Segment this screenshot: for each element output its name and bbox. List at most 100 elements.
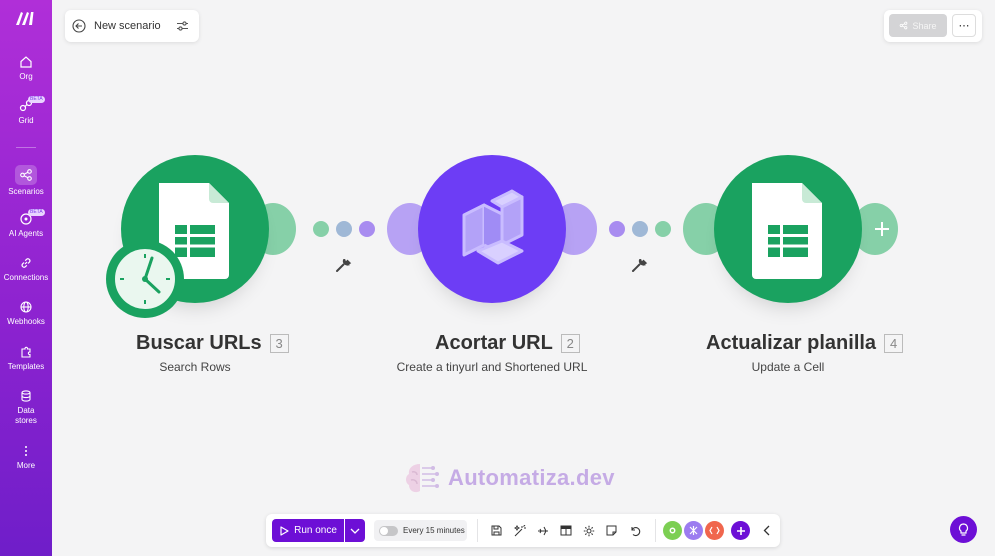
magic-wand-icon <box>513 524 526 536</box>
settings-icon <box>583 525 594 536</box>
airplane-icon <box>537 526 548 535</box>
tinyurl-icon <box>462 189 524 265</box>
sidebar-item-more[interactable]: More <box>0 444 52 471</box>
sidebar-item-scenarios[interactable]: Scenarios <box>0 165 52 197</box>
make-logo[interactable] <box>15 10 37 26</box>
scenario-title-card: New scenario <box>65 10 199 42</box>
watermark-text: Automatiza.dev <box>448 465 615 490</box>
sidebar-item-grid[interactable]: BETA Grid <box>0 96 52 126</box>
http-app-button[interactable] <box>705 521 724 540</box>
table-icon <box>560 525 571 536</box>
notes-button[interactable] <box>604 523 619 538</box>
module-number-badge: 3 <box>269 334 289 353</box>
schedule-toggle[interactable]: Every 15 minutes <box>374 520 467 541</box>
link-dot <box>609 221 625 237</box>
sidebar-item-label: Grid <box>18 116 34 125</box>
sidebar-divider <box>16 147 36 148</box>
sidebar-item-org[interactable]: Org <box>0 55 52 82</box>
data-structures-button[interactable] <box>558 523 573 538</box>
add-app-button[interactable] <box>731 521 750 540</box>
module-title: Actualizar planilla 4 <box>706 332 904 355</box>
beta-badge: BETA <box>28 96 45 103</box>
note-icon <box>606 525 617 536</box>
sidebar-item-label: AI Agents <box>8 229 44 238</box>
run-options-dropdown[interactable] <box>345 519 365 542</box>
code-icon <box>709 526 720 535</box>
google-sheets-icon <box>752 183 822 279</box>
google-sheets-icon <box>159 183 229 279</box>
save-button[interactable] <box>489 523 504 538</box>
link-dot <box>655 221 671 237</box>
sidebar: Org BETA Grid Scenarios BETA AI Agents C… <box>0 0 52 556</box>
database-icon <box>21 390 31 402</box>
module-title-text: Buscar URLs <box>136 332 262 354</box>
toolbar-divider <box>655 519 656 542</box>
module-title: Buscar URLs 3 <box>136 332 289 355</box>
lightbulb-icon <box>958 522 969 536</box>
share-icon <box>900 21 908 30</box>
share-card: Share ⋯ <box>884 10 982 42</box>
ai-agent-icon <box>20 213 32 225</box>
globe-icon <box>20 301 32 313</box>
beta-badge: BETA <box>28 209 45 216</box>
back-arrow-icon[interactable] <box>72 19 86 33</box>
sidebar-item-label: Connections <box>3 273 49 282</box>
settings-sliders-icon[interactable] <box>176 20 189 32</box>
brain-logo-icon <box>406 464 439 493</box>
module-actualizar-planilla[interactable] <box>714 155 862 303</box>
collapse-toolbar-button[interactable] <box>759 523 774 538</box>
link-icon <box>21 258 31 268</box>
module-number-badge: 4 <box>884 334 904 353</box>
module-subtitle: Create a tinyurl and Shortened URL <box>396 360 588 374</box>
schedule-label: Every 15 minutes <box>403 526 465 535</box>
scenario-name[interactable]: New scenario <box>94 20 161 32</box>
watermark: Automatiza.dev <box>402 458 615 498</box>
schedule-clock[interactable] <box>106 240 184 318</box>
module-subtitle: Update a Cell <box>751 360 825 374</box>
wrench-icon[interactable] <box>335 256 352 273</box>
auto-align-button[interactable] <box>512 523 527 538</box>
bottom-toolbar: Run once Every 15 minutes <box>266 514 780 547</box>
explain-flow-button[interactable] <box>535 523 550 538</box>
sidebar-item-label: More <box>16 461 36 470</box>
save-icon <box>491 525 502 536</box>
help-button[interactable] <box>950 516 977 543</box>
more-options-button[interactable]: ⋯ <box>952 14 976 37</box>
chevron-down-icon <box>350 528 360 534</box>
gear-icon <box>669 527 676 534</box>
scenario-settings-button[interactable] <box>581 523 596 538</box>
run-once-label: Run once <box>294 525 337 536</box>
link-dot <box>313 221 329 237</box>
more-vertical-icon <box>25 446 27 456</box>
flow-control-icon <box>689 526 698 535</box>
puzzle-icon <box>21 346 31 358</box>
toolbar-divider <box>477 519 478 542</box>
module-title-text: Actualizar planilla <box>706 332 877 354</box>
sidebar-item-ai-agents[interactable]: BETA AI Agents <box>0 209 52 239</box>
sidebar-item-label: Data stores <box>15 406 37 425</box>
share-nodes-icon <box>20 169 32 181</box>
run-once-button[interactable]: Run once <box>272 519 344 542</box>
plus-icon <box>736 526 745 535</box>
chevron-left-icon <box>763 525 769 536</box>
undo-button[interactable] <box>627 523 642 538</box>
link-dot <box>336 221 352 237</box>
sidebar-item-templates[interactable]: Templates <box>0 345 52 372</box>
sidebar-item-label: Org <box>19 72 33 81</box>
module-acortar-url[interactable] <box>418 155 566 303</box>
flow-control-app-button[interactable] <box>684 521 703 540</box>
sidebar-item-connections[interactable]: Connections <box>0 256 52 283</box>
tools-app-button[interactable] <box>663 521 682 540</box>
link-dot <box>632 221 648 237</box>
wrench-icon[interactable] <box>631 256 648 273</box>
toggle-switch[interactable] <box>379 525 398 536</box>
sidebar-item-webhooks[interactable]: Webhooks <box>0 300 52 327</box>
play-icon <box>280 525 289 536</box>
module-subtitle: Search Rows <box>159 360 231 374</box>
link-dot <box>359 221 375 237</box>
home-icon <box>20 56 32 68</box>
sidebar-item-data-stores[interactable]: Data stores <box>0 389 52 426</box>
share-label: Share <box>912 20 937 31</box>
sidebar-item-label: Scenarios <box>8 187 44 196</box>
share-button[interactable]: Share <box>889 14 947 37</box>
